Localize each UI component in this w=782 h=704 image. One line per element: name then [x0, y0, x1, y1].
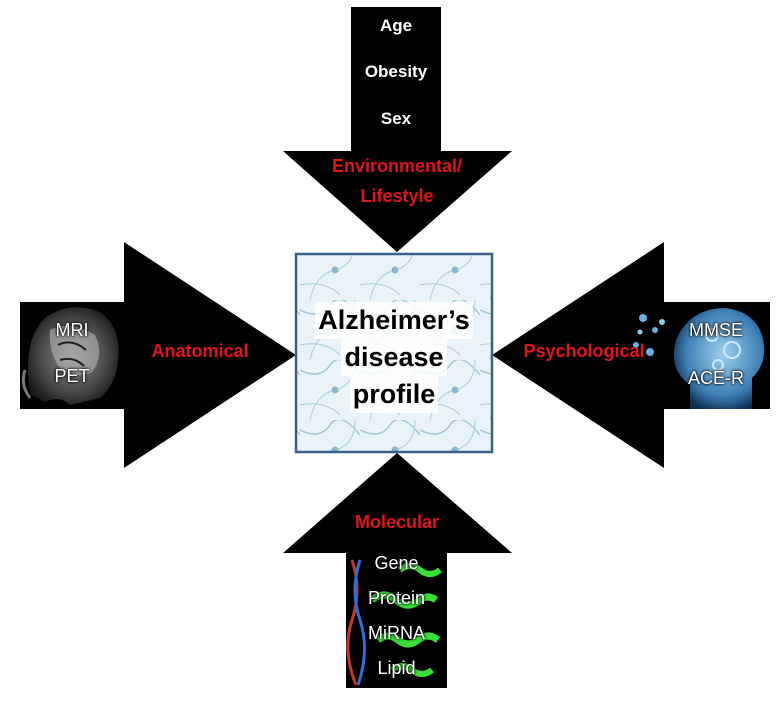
bottom-item-gene: Gene [374, 553, 419, 573]
top-item-obesity: Obesity [364, 62, 428, 81]
left-title: Anatomical [151, 341, 249, 361]
center-title-line-2: disease [341, 339, 447, 376]
bottom-item-mirna: MiRNA [368, 623, 425, 643]
bottom-item-protein: Protein [367, 588, 426, 608]
right-arrow [492, 242, 770, 468]
center-title-line-3: profile [349, 376, 439, 413]
bottom-title: Molecular [354, 512, 440, 532]
center-title-line-1: Alzheimer’s [315, 302, 473, 339]
top-item-sex: Sex [380, 109, 412, 128]
right-title: Psychological [523, 341, 645, 361]
center-title: Alzheimer’s disease profile [296, 302, 492, 413]
bottom-item-lipid: Lipid [377, 658, 416, 678]
right-item-ace-r: ACE-R [687, 368, 744, 388]
psychology-head-image [633, 302, 770, 409]
right-item-mmse: MMSE [689, 320, 743, 340]
left-item-mri: MRI [55, 320, 89, 340]
molecular-image [346, 553, 447, 688]
top-title-line-1: Environmental/ [331, 156, 463, 176]
left-item-pet: PET [54, 366, 90, 386]
top-title-line-2: Lifestyle [360, 186, 434, 206]
top-arrow [283, 7, 512, 252]
left-arrow [20, 242, 296, 468]
mri-brain-image [20, 302, 124, 409]
top-item-age: Age [379, 16, 413, 35]
